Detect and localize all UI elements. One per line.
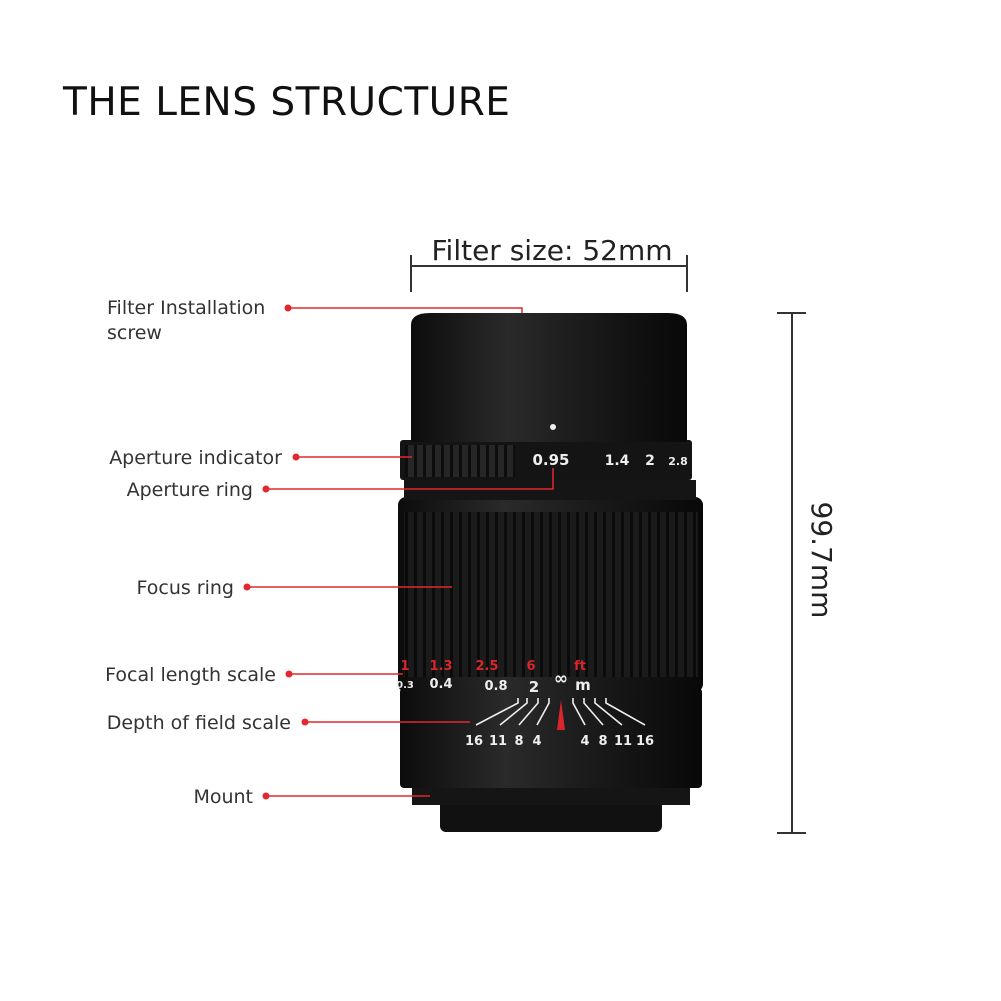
label-filter-screw: Filter Installation	[107, 297, 265, 319]
filter-size-text: Filter size: 52mm	[431, 234, 672, 267]
callout-dot	[284, 304, 292, 312]
callout-dot	[285, 670, 293, 678]
dof-mark: 8	[514, 734, 523, 749]
label-focal-length-scale: Focal length scale	[105, 664, 276, 686]
dof-mark: 8	[598, 734, 607, 749]
dof-mark: 16	[636, 734, 654, 749]
m-mark: 0.8	[484, 679, 507, 694]
ft-mark: 2.5	[475, 659, 498, 674]
aperture-mark: 1.4	[605, 453, 630, 469]
page-title: THE LENS STRUCTURE	[63, 80, 511, 125]
label-dof-scale: Depth of field scale	[107, 712, 291, 734]
ft-mark: 1.3	[429, 659, 452, 674]
aperture-mark: 2.8	[668, 455, 688, 468]
m-mark: 0.3	[396, 680, 414, 691]
dof-mark: 16	[465, 734, 483, 749]
label-filter-screw-2: screw	[107, 322, 162, 344]
m-mark: 2	[529, 678, 539, 696]
callout-dot	[292, 453, 300, 461]
dof-mark: 11	[489, 734, 507, 749]
label-mount: Mount	[193, 786, 253, 808]
label-focus-ring: Focus ring	[137, 577, 235, 599]
ft-mark: 1	[400, 659, 409, 674]
callout-dot	[262, 485, 270, 493]
callout-dot	[243, 583, 251, 591]
m-mark: m	[575, 676, 591, 694]
length-text: 99.7mm	[805, 502, 838, 619]
dof-mark: 4	[532, 734, 541, 749]
aperture-mark: 2	[645, 453, 655, 469]
infinity-mark: ∞	[554, 669, 568, 689]
lens-image: 0.95 1.4 2 2.8 1 1.3 2.5 6 ft 0.3 0.4 0.…	[396, 313, 703, 832]
ft-mark: 6	[526, 659, 535, 674]
filter-size-dimension: Filter size: 52mm	[410, 234, 688, 292]
callout-dot	[301, 718, 309, 726]
ft-mark: ft	[574, 659, 586, 674]
aperture-mark: 0.95	[532, 451, 569, 469]
dof-mark: 11	[614, 734, 632, 749]
dof-mark: 4	[580, 734, 589, 749]
label-aperture-ring: Aperture ring	[127, 479, 253, 501]
callout-dot	[262, 792, 270, 800]
m-mark: 0.4	[429, 677, 452, 692]
length-dimension: 99.7mm	[777, 312, 838, 834]
label-aperture-indicator: Aperture indicator	[109, 447, 282, 469]
